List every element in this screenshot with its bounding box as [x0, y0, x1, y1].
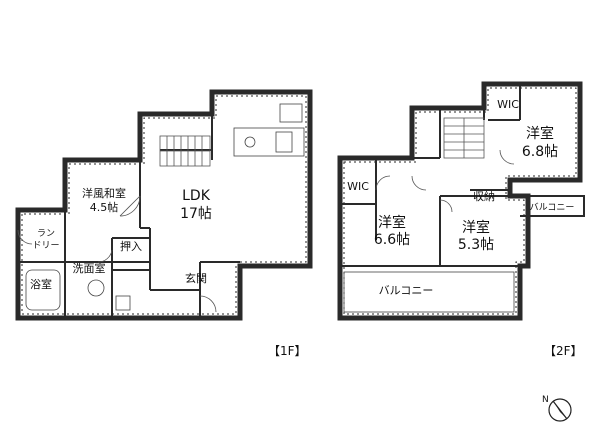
- compass: N: [542, 395, 572, 422]
- room-label-wic-top: WIC: [497, 98, 519, 111]
- floor-1f: 洋風和室 4.5帖 LDK 17帖 ラン ドリー 洗面室 押入 浴室 玄関 【1…: [15, 89, 313, 358]
- room-size-western-68: 6.8帖: [522, 144, 558, 160]
- floor-1f-washer: [87, 279, 105, 297]
- floor-2f-stairs: [443, 117, 485, 159]
- room-label-balcony-right: バルコニー: [530, 202, 575, 213]
- floor-2f-interior-walls: [340, 84, 521, 267]
- room-size-western-53: 5.3帖: [458, 237, 494, 253]
- room-label-western-53: 洋室: [462, 219, 490, 236]
- floor-1f-washbasin: [115, 295, 131, 311]
- room-label-laundry-2: ドリー: [32, 241, 59, 251]
- floor-1f-wall-texture: [21, 95, 307, 315]
- floor-tag-1f: 【1F】: [268, 344, 307, 358]
- room-label-closet: 押入: [120, 239, 142, 253]
- room-label-storage: 収納: [473, 190, 495, 203]
- floor-1f-interior-walls: [18, 114, 240, 318]
- room-label-laundry-1: ラン: [37, 228, 55, 239]
- room-label-western-66: 洋室: [378, 214, 406, 231]
- room-label-washroom: 洗面室: [73, 261, 106, 275]
- room-label-bath: 浴室: [30, 277, 52, 291]
- room-size-ldk: 17帖: [180, 206, 212, 222]
- floor-1f-bathtub: [25, 269, 61, 311]
- floor-1f-doors: [17, 195, 217, 313]
- room-label-wic-left: WIC: [347, 180, 369, 193]
- floor-2f-balcony-right-outline: [520, 195, 585, 217]
- room-label-entrance: 玄関: [185, 271, 207, 285]
- room-size-western-66: 6.6帖: [374, 232, 410, 248]
- floor-1f-stairs: [159, 135, 211, 167]
- floor-2f-doors: [375, 149, 515, 213]
- floor-1f-outline: [15, 89, 313, 321]
- floor-1f-kitchen: [233, 103, 305, 157]
- floor-2f-outline: [337, 81, 583, 321]
- floor-2f: WIC 洋室 6.8帖 WIC 収納 バルコニー 洋室 6.6帖 洋室 5.3帖…: [337, 81, 585, 358]
- room-label-ldk: LDK: [182, 188, 211, 204]
- room-size-japanese: 4.5帖: [90, 201, 119, 214]
- room-label-japanese: 洋風和室: [82, 186, 126, 200]
- floor-2f-balcony-bottom-outline: [343, 271, 515, 313]
- floor-tag-2f: 【2F】: [544, 344, 583, 358]
- room-label-balcony-bottom: バルコニー: [379, 284, 434, 297]
- compass-letter: N: [542, 395, 549, 405]
- room-label-western-68: 洋室: [526, 125, 554, 142]
